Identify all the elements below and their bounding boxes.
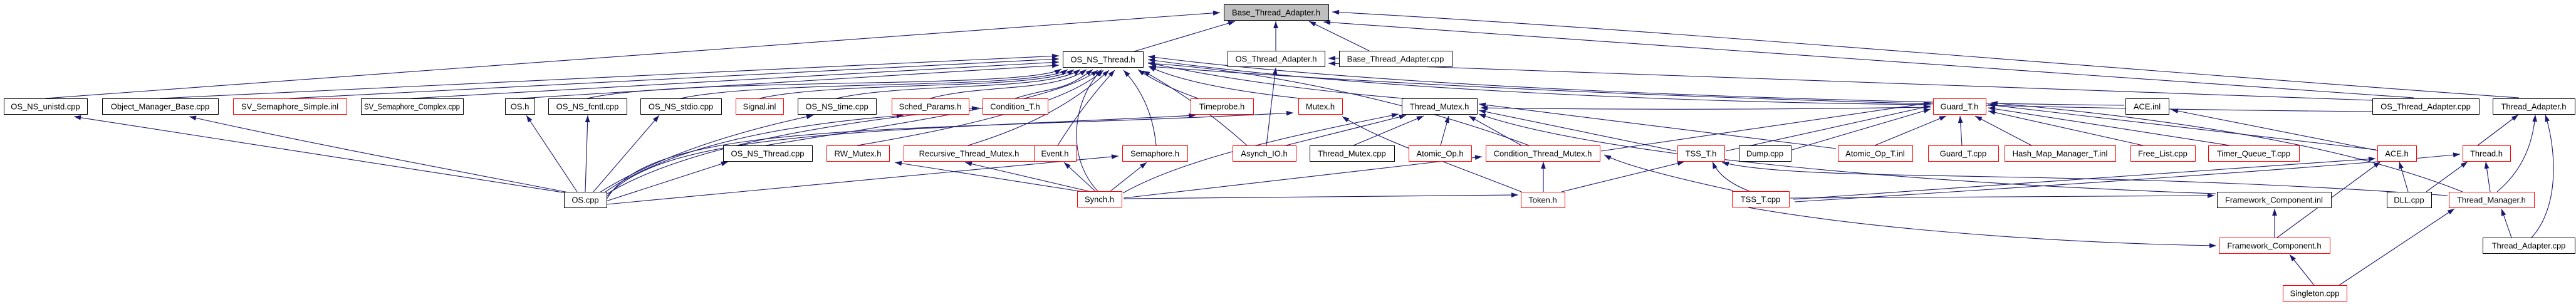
svg-text:Framework_Component.h: Framework_Component.h (2227, 241, 2321, 251)
svg-text:Thread_Manager.h: Thread_Manager.h (2457, 196, 2526, 205)
svg-text:DLL.cpp: DLL.cpp (2394, 196, 2424, 205)
svg-text:Synch.h: Synch.h (1085, 195, 1114, 204)
svg-text:OS.h: OS.h (511, 102, 529, 112)
svg-text:Recursive_Thread_Mutex.h: Recursive_Thread_Mutex.h (919, 149, 1019, 159)
svg-text:Thread_Adapter.h: Thread_Adapter.h (2501, 102, 2566, 112)
svg-text:ACE.inl: ACE.inl (2134, 102, 2161, 112)
svg-text:Thread.h: Thread.h (2470, 149, 2503, 159)
svg-text:Hash_Map_Manager_T.inl: Hash_Map_Manager_T.inl (2013, 149, 2108, 159)
svg-text:Sched_Params.h: Sched_Params.h (899, 102, 962, 112)
svg-text:SV_Semaphore_Simple.inl: SV_Semaphore_Simple.inl (241, 102, 338, 112)
svg-text:Object_Manager_Base.cpp: Object_Manager_Base.cpp (111, 102, 210, 112)
svg-text:TSS_T.h: TSS_T.h (1686, 149, 1717, 159)
svg-text:Singleton.cpp: Singleton.cpp (2290, 289, 2340, 298)
svg-text:Guard_T.h: Guard_T.h (1941, 102, 1979, 112)
svg-text:ACE.h: ACE.h (2385, 149, 2409, 159)
svg-text:Token.h: Token.h (1528, 196, 1557, 205)
svg-text:Atomic_Op.h: Atomic_Op.h (1416, 149, 1463, 159)
svg-text:OS_NS_Thread.h: OS_NS_Thread.h (1070, 55, 1135, 65)
svg-text:OS_Thread_Adapter.cpp: OS_Thread_Adapter.cpp (2380, 102, 2471, 112)
svg-text:Thread_Adapter.cpp: Thread_Adapter.cpp (2492, 241, 2566, 251)
svg-text:Base_Thread_Adapter.h: Base_Thread_Adapter.h (1232, 8, 1320, 18)
svg-text:Timer_Queue_T.cpp: Timer_Queue_T.cpp (2217, 149, 2290, 159)
svg-text:OS_NS_unistd.cpp: OS_NS_unistd.cpp (11, 102, 80, 112)
svg-text:Event.h: Event.h (1041, 149, 1068, 159)
svg-text:OS_NS_time.cpp: OS_NS_time.cpp (805, 102, 868, 112)
svg-text:Signal.inl: Signal.inl (743, 102, 776, 112)
svg-text:OS.cpp: OS.cpp (571, 196, 598, 205)
svg-text:OS_NS_stdio.cpp: OS_NS_stdio.cpp (649, 102, 713, 112)
svg-text:Asynch_IO.h: Asynch_IO.h (1241, 149, 1287, 159)
svg-text:SV_Semaphore_Complex.cpp: SV_Semaphore_Complex.cpp (364, 102, 460, 112)
svg-text:OS_Thread_Adapter.h: OS_Thread_Adapter.h (1235, 55, 1317, 64)
svg-text:Framework_Component.inl: Framework_Component.inl (2225, 196, 2323, 205)
svg-text:Semaphore.h: Semaphore.h (1130, 149, 1179, 159)
svg-text:Base_Thread_Adapter.cpp: Base_Thread_Adapter.cpp (1347, 55, 1444, 64)
svg-text:Thread_Mutex.cpp: Thread_Mutex.cpp (1318, 149, 1385, 159)
svg-text:OS_NS_fcntl.cpp: OS_NS_fcntl.cpp (556, 102, 619, 112)
svg-text:TSS_T.cpp: TSS_T.cpp (1741, 195, 1781, 204)
svg-text:OS_NS_Thread.cpp: OS_NS_Thread.cpp (731, 149, 804, 159)
svg-text:Timeprobe.h: Timeprobe.h (1199, 102, 1245, 112)
svg-text:Dump.cpp: Dump.cpp (1746, 149, 1783, 159)
svg-text:Condition_Thread_Mutex.h: Condition_Thread_Mutex.h (1494, 149, 1592, 159)
svg-text:Free_List.cpp: Free_List.cpp (2138, 149, 2188, 159)
svg-text:Mutex.h: Mutex.h (1306, 102, 1335, 112)
svg-text:Condition_T.h: Condition_T.h (990, 102, 1040, 112)
svg-text:Atomic_Op_T.inl: Atomic_Op_T.inl (1845, 149, 1905, 159)
svg-text:Thread_Mutex.h: Thread_Mutex.h (1410, 102, 1469, 112)
svg-text:RW_Mutex.h: RW_Mutex.h (835, 149, 882, 159)
svg-text:Guard_T.cpp: Guard_T.cpp (1940, 149, 1986, 159)
